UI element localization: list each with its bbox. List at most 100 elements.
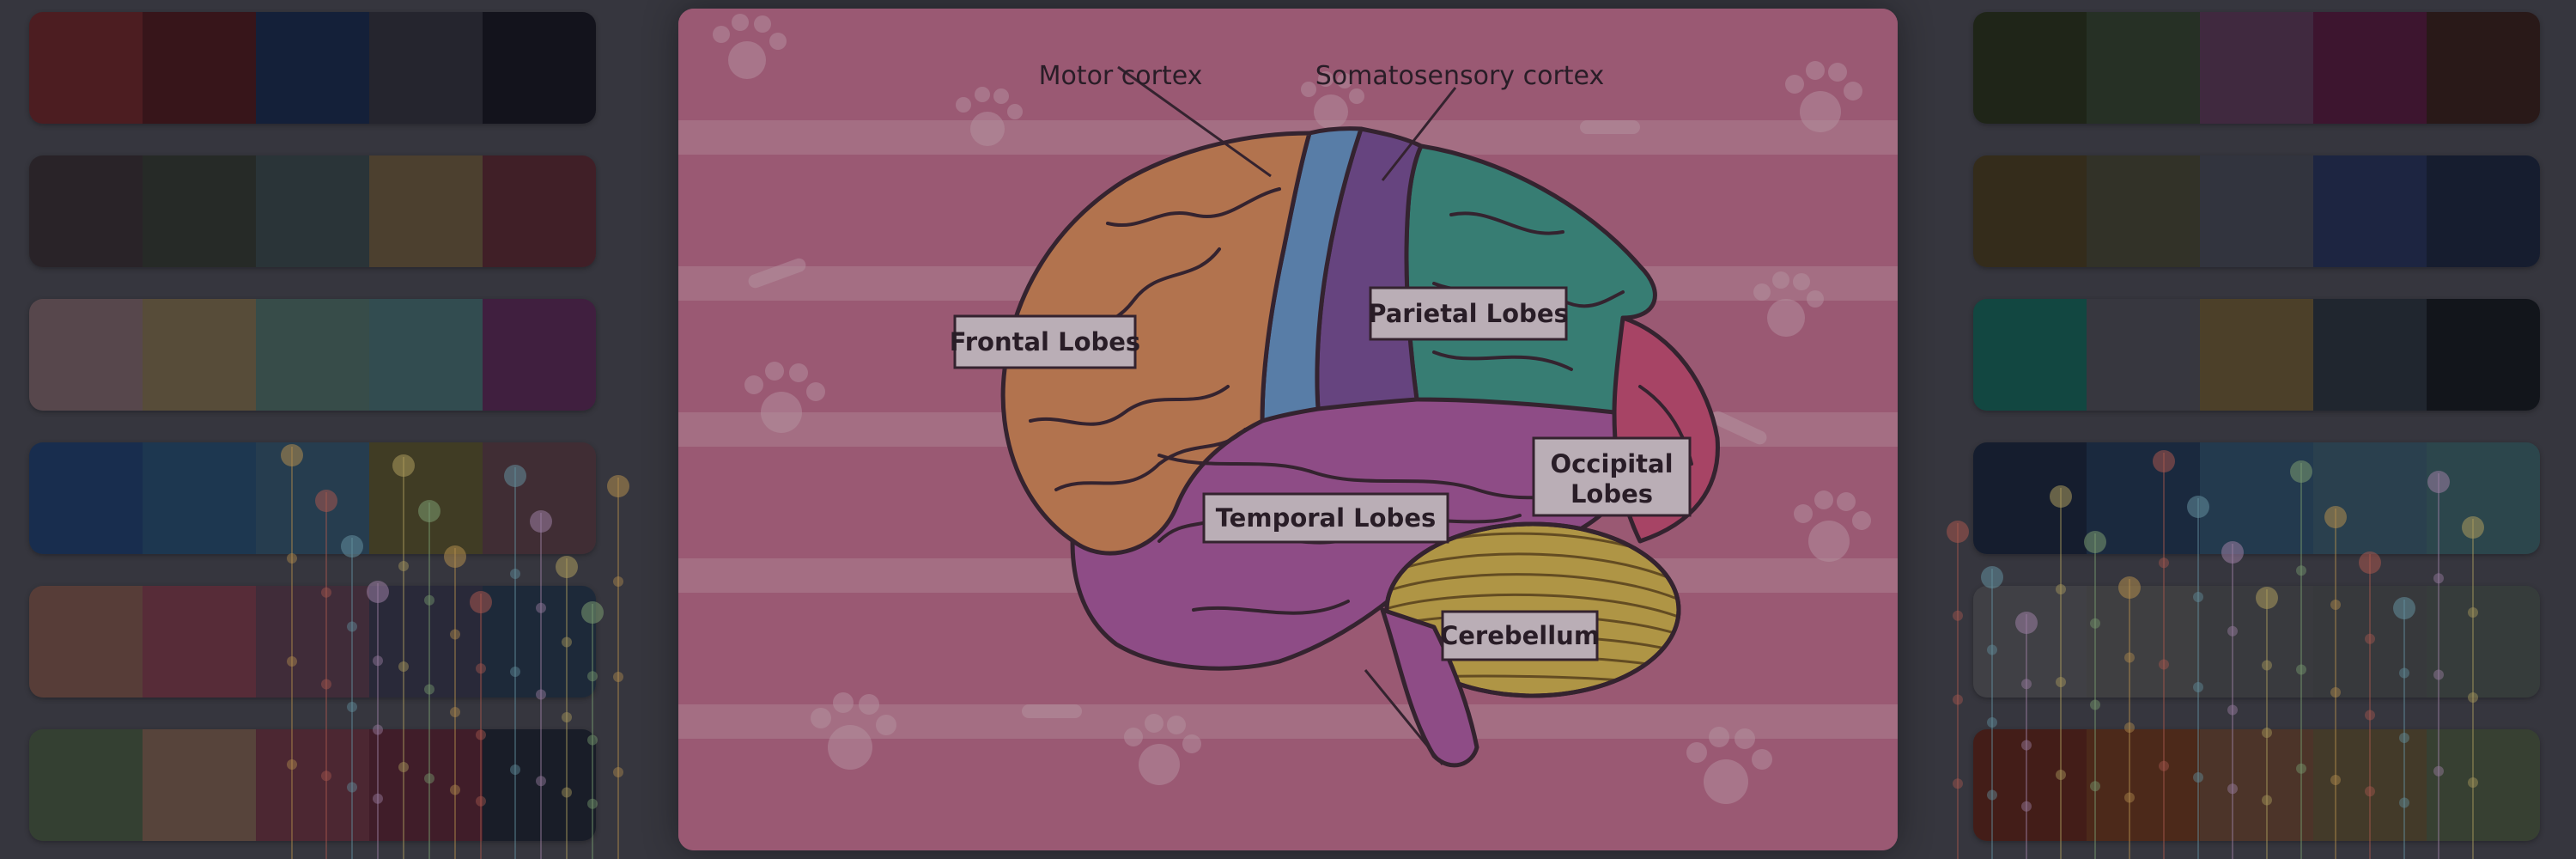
temporal-lobes-callout: Temporal Lobes — [1202, 492, 1449, 544]
color-swatch — [143, 155, 256, 267]
color-swatch — [2427, 586, 2540, 698]
right-palette-row — [1973, 442, 2540, 554]
color-swatch — [29, 729, 143, 841]
left-palette-row — [29, 729, 596, 841]
color-swatch — [2313, 155, 2427, 267]
somatosensory-cortex-label: Somatosensory cortex — [1315, 61, 1604, 91]
color-swatch — [1973, 729, 2087, 841]
parietal-lobes-label: Parietal Lobes — [1368, 299, 1569, 328]
color-swatch — [143, 12, 256, 124]
particle-dot — [562, 712, 572, 722]
color-swatch — [29, 155, 143, 267]
particle-dot — [287, 553, 297, 564]
right-palette-row — [1973, 729, 2540, 841]
color-swatch — [483, 299, 596, 411]
color-swatch — [483, 12, 596, 124]
motor-cortex-label: Motor cortex — [1039, 61, 1203, 91]
right-palette-row — [1973, 155, 2540, 267]
color-swatch — [2087, 586, 2200, 698]
color-swatch — [1973, 442, 2087, 554]
frontal-lobes-label: Frontal Lobes — [950, 327, 1140, 356]
frontal-lobe-region — [1000, 131, 1312, 556]
color-swatch — [2313, 299, 2427, 411]
particle-dot — [510, 569, 520, 579]
particle-dot — [1987, 717, 1997, 728]
occipital-lobes-label-line1: Occipital — [1550, 449, 1673, 478]
particle-dot — [2359, 551, 2381, 574]
particle-dot — [1953, 778, 1963, 789]
color-swatch — [483, 586, 596, 698]
color-swatch — [143, 299, 256, 411]
color-swatch — [256, 586, 369, 698]
particle-dot — [398, 561, 409, 571]
color-swatch — [2087, 12, 2200, 124]
color-swatch — [2087, 155, 2200, 267]
somatosensory-cortex-leader — [1381, 87, 1457, 181]
color-swatch — [2087, 729, 2200, 841]
parietal-lobes-callout: Parietal Lobes — [1368, 286, 1569, 341]
right-palette-row — [1973, 299, 2540, 411]
particle-dot — [2365, 710, 2375, 721]
color-swatch — [29, 442, 143, 554]
color-swatch — [2200, 729, 2313, 841]
color-swatch — [256, 155, 369, 267]
cerebellum-callout: Cerebellum — [1440, 610, 1600, 661]
color-swatch — [2427, 155, 2540, 267]
color-swatch — [1973, 299, 2087, 411]
color-swatch — [256, 729, 369, 841]
color-swatch — [256, 299, 369, 411]
color-swatch — [369, 442, 483, 554]
particle-dot — [613, 672, 623, 682]
color-swatch — [2313, 586, 2427, 698]
color-swatch — [256, 442, 369, 554]
color-swatch — [1973, 155, 2087, 267]
paw-print-decorations — [713, 14, 1871, 804]
color-swatch — [2313, 442, 2427, 554]
color-swatch — [369, 729, 483, 841]
color-swatch — [2200, 299, 2313, 411]
frontal-lobes-callout: Frontal Lobes — [950, 314, 1140, 369]
color-swatch — [369, 586, 483, 698]
particle-dot — [2159, 557, 2169, 569]
temporal-lobes-label: Temporal Lobes — [1216, 503, 1437, 533]
cerebellum-label: Cerebellum — [1440, 621, 1600, 650]
particle-dot — [607, 475, 629, 497]
brain-diagram: Motor cortex Somatosensory cortex Fronta… — [678, 9, 1898, 850]
color-swatch — [2313, 12, 2427, 124]
color-swatch — [29, 299, 143, 411]
brain-diagram-panel: Motor cortex Somatosensory cortex Fronta… — [678, 9, 1898, 850]
particle-dot — [2296, 565, 2306, 576]
color-swatch — [483, 442, 596, 554]
color-swatch — [2200, 155, 2313, 267]
color-swatch — [2087, 442, 2200, 554]
particle-dot — [2227, 704, 2238, 716]
color-swatch — [143, 442, 256, 554]
color-swatch — [369, 155, 483, 267]
left-palette-row — [29, 299, 596, 411]
color-swatch — [2427, 12, 2540, 124]
particle-dot — [2433, 573, 2444, 584]
color-swatch — [143, 729, 256, 841]
particle-dot — [1953, 610, 1963, 621]
color-swatch — [29, 12, 143, 124]
brain-stem — [1380, 607, 1479, 768]
color-swatch — [2200, 586, 2313, 698]
occipital-lobes-label-line2: Lobes — [1571, 479, 1653, 509]
leader-lines — [1117, 65, 1457, 765]
color-swatch — [2313, 729, 2427, 841]
color-swatch — [483, 155, 596, 267]
brain-stem-leader — [1364, 669, 1444, 765]
left-palette-row — [29, 155, 596, 267]
particle-dot — [613, 576, 623, 587]
occipital-lobes-callout: Occipital Lobes — [1532, 436, 1692, 517]
color-swatch — [256, 12, 369, 124]
color-swatch — [2427, 299, 2540, 411]
particle-dot — [1947, 521, 1969, 543]
color-swatch — [143, 586, 256, 698]
color-swatch — [2200, 12, 2313, 124]
color-swatch — [369, 299, 483, 411]
particle-dot — [450, 707, 460, 717]
color-swatch — [29, 586, 143, 698]
particle-dot — [613, 767, 623, 777]
